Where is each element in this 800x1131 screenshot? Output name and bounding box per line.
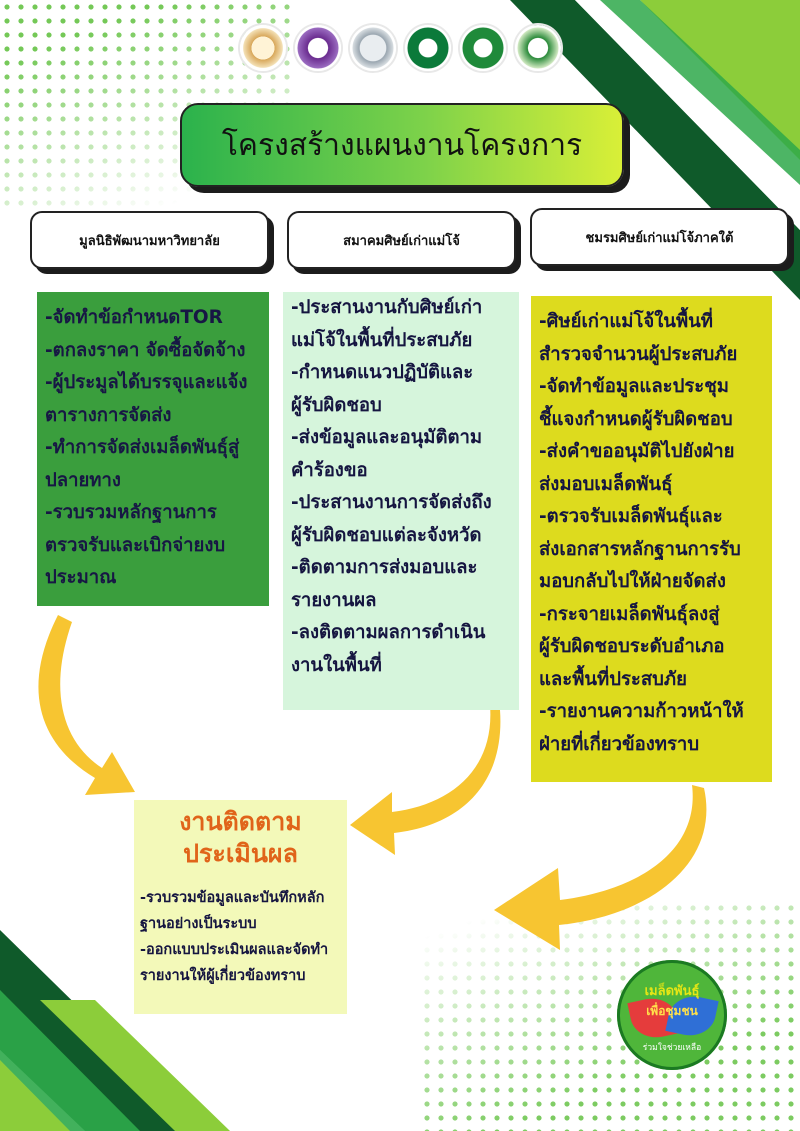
seed-logo-text-2: เพื่อชุมชน bbox=[646, 1004, 698, 1018]
evaluation-box: งานติดตาม ประเมินผล -รวบรวมข้อมูลและบันท… bbox=[134, 800, 347, 1014]
logo-2 bbox=[295, 25, 341, 71]
dot-pattern-bottom-right bbox=[420, 901, 800, 1131]
evaluation-title-1: งานติดตาม bbox=[179, 807, 302, 836]
list-item: ผู้รับผิดชอบ bbox=[291, 394, 382, 416]
stripe-top-right-mid bbox=[600, 0, 800, 185]
org-header-foundation: มูลนิธิพัฒนามหาวิทยาลัย bbox=[30, 211, 269, 269]
arrow-left-icon bbox=[38, 615, 136, 795]
list-item: ฝ่ายที่เกี่ยวข้องทราบ bbox=[539, 733, 700, 755]
list-item: ผู้รับผิดชอบระดับอำเภอ bbox=[539, 636, 725, 657]
list-item: -จัดทำข้อมูลและประชุม bbox=[539, 376, 729, 397]
list-item: ส่งเอกสารหลักฐานการรับ bbox=[539, 538, 741, 560]
list-item: -ติดตามการส่งมอบและ bbox=[291, 557, 478, 578]
list-item: ผู้รับผิดชอบแต่ละจังหวัด bbox=[291, 524, 482, 546]
list-item: -ผู้ประมูลได้บรรจุและแจ้ง bbox=[45, 372, 248, 393]
column-foundation: -จัดทำข้อกำหนดTOR -ตกลงราคา จัดซื้อจัดจ้… bbox=[37, 292, 269, 606]
column-south-club: -ศิษย์เก่าแม่โจ้ในพื้นที่ สำรวจจำนวนผู้ป… bbox=[531, 296, 772, 782]
org-label-foundation: มูลนิธิพัฒนามหาวิทยาลัย bbox=[79, 233, 220, 249]
list-item: -ลงติดตามผลการดำเนิน bbox=[291, 622, 486, 643]
org-header-alumni: สมาคมศิษย์เก่าแม่โจ้ bbox=[287, 211, 516, 269]
list-item: -ส่งข้อมูลและอนุมัติตาม bbox=[291, 427, 483, 448]
list-item: -กระจายเมล็ดพันธุ์ลงสู่ bbox=[539, 603, 720, 625]
list-item: -รายงานความก้าวหน้าให้ bbox=[539, 701, 744, 722]
list-item: ฐานอย่างเป็นระบบ bbox=[140, 916, 257, 932]
org-header-south: ชมรมศิษย์เก่าแม่โจ้ภาคใต้ bbox=[530, 208, 789, 266]
list-item: -ตกลงราคา จัดซื้อจัดจ้าง bbox=[45, 339, 246, 361]
seed-logo-text-3: ร่วมใจช่วยเหลือ bbox=[642, 1043, 702, 1053]
list-item: คำร้องขอ bbox=[291, 459, 368, 481]
arrow-right-icon bbox=[494, 785, 707, 950]
list-item: -ส่งคำขออนุมัติไปยังฝ่าย bbox=[539, 441, 735, 462]
list-item: ประมาณ bbox=[45, 567, 117, 588]
list-item: -ตรวจรับเมล็ดพันธุ์และ bbox=[539, 506, 723, 527]
list-item: -รวบรวมข้อมูลและบันทึกหลัก bbox=[140, 890, 325, 906]
org-label-alumni: สมาคมศิษย์เก่าแม่โจ้ bbox=[343, 233, 460, 249]
stripe-bottom-left-lime bbox=[0, 1060, 70, 1131]
list-item: -รวบรวมหลักฐานการ bbox=[45, 502, 217, 523]
list-item: ตรวจรับและเบิกจ่ายงบ bbox=[45, 534, 226, 556]
list-item: ตารางการจัดส่ง bbox=[45, 404, 172, 426]
list-item: -ประสานงานการจัดส่งถึง bbox=[291, 492, 492, 513]
title-banner: โครงสร้างแผนงานโครงการ bbox=[180, 103, 624, 187]
org-label-south: ชมรมศิษย์เก่าแม่โจ้ภาคใต้ bbox=[585, 230, 734, 246]
logo-4 bbox=[405, 25, 451, 71]
logo-1 bbox=[240, 25, 286, 71]
list-item: สำรวจจำนวนผู้ประสบภัย bbox=[539, 343, 738, 365]
list-item: มอบกลับไปให้ฝ่ายจัดส่ง bbox=[539, 571, 726, 592]
stripe-bottom-left-lime-2 bbox=[40, 1000, 230, 1131]
logo-row bbox=[240, 25, 561, 71]
list-item: ปลายทาง bbox=[45, 469, 121, 491]
evaluation-title-2: ประเมินผล bbox=[183, 839, 298, 868]
list-item: -จัดทำข้อกำหนดTOR bbox=[45, 307, 223, 328]
list-item: ส่งมอบเมล็ดพันธุ์ bbox=[539, 473, 673, 495]
list-item: และพื้นที่ประสบภัย bbox=[539, 668, 687, 690]
seed-logo-text-1: เมล็ดพันธุ์ bbox=[644, 984, 700, 999]
stripe-top-right-white bbox=[575, 0, 800, 230]
list-item: งานในพื้นที่ bbox=[291, 654, 382, 676]
seed-project-logo: เมล็ดพันธุ์ เพื่อชุมชน ร่วมใจช่วยเหลือ bbox=[617, 960, 727, 1070]
list-item: -ศิษย์เก่าแม่โจ้ในพื้นที่ bbox=[539, 311, 713, 332]
list-item: -ออกแบบประเมินผลและจัดทำ bbox=[140, 942, 329, 958]
logo-6 bbox=[515, 25, 561, 71]
logo-5 bbox=[460, 25, 506, 71]
list-item: รายงานผล bbox=[291, 589, 377, 611]
list-item: -ประสานงานกับศิษย์เก่า bbox=[291, 297, 483, 318]
arrow-middle-icon bbox=[350, 705, 501, 855]
list-item: รายงานให้ผู้เกี่ยวข้องทราบ bbox=[140, 968, 306, 984]
page-title: โครงสร้างแผนงานโครงการ bbox=[221, 127, 583, 163]
list-item: แม่โจ้ในพื้นที่ประสบภัย bbox=[291, 329, 473, 351]
logo-3 bbox=[350, 25, 396, 71]
list-item: ชี้แจงกำหนดผู้รับผิดชอบ bbox=[539, 408, 733, 430]
list-item: -กำหนดแนวปฏิบัติและ bbox=[291, 362, 474, 383]
column-alumni: -ประสานงานกับศิษย์เก่า แม่โจ้ในพื้นที่ปร… bbox=[283, 292, 519, 710]
list-item: -ทำการจัดส่งเมล็ดพันธุ์สู่ bbox=[45, 437, 240, 458]
